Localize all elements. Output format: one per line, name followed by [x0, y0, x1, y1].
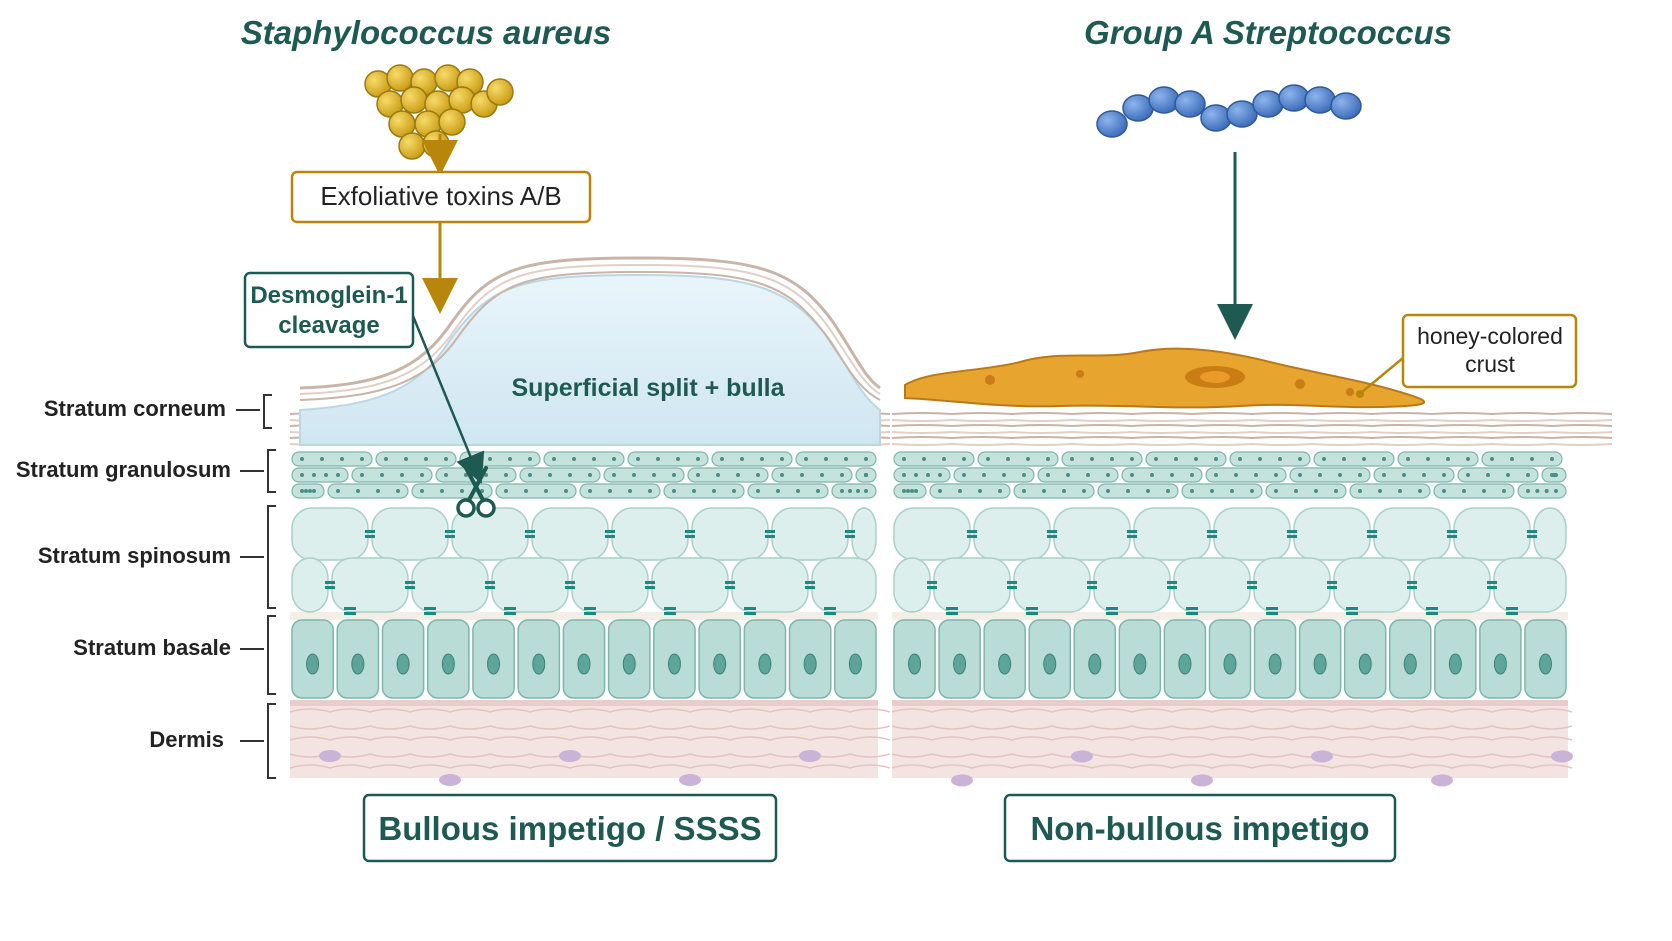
crust-callout-line2: crust	[1465, 351, 1515, 377]
desmoglein-callout-box	[243, 271, 415, 349]
scissors-icon	[456, 466, 496, 518]
layer-label-granulosum: Stratum granulosum	[16, 457, 231, 482]
desmoglein-callout-line1: Desmoglein-1	[250, 282, 407, 309]
epidermis-cross-section	[289, 412, 1613, 787]
crust-pointer-dot	[1356, 390, 1364, 398]
right-organism-title: Group A Streptococcus	[1084, 14, 1452, 51]
left-condition-box	[362, 793, 778, 863]
left-organism-title: Staphylococcus aureus	[241, 14, 611, 51]
staph-cocci-cluster-icon	[364, 64, 514, 160]
callout-pointer-line	[411, 315, 485, 484]
bulla	[299, 256, 881, 446]
crust-callout-line1: honey-colored	[1417, 323, 1563, 349]
desmoglein-callout-line2: cleavage	[278, 312, 379, 339]
layer-label-basale: Stratum basale	[73, 635, 231, 660]
bulla-label: Superficial split + bulla	[512, 374, 786, 402]
strep-cocci-chain-icon	[1096, 84, 1362, 138]
layer-label-corneum: Stratum corneum	[44, 396, 226, 421]
honey-crust	[904, 347, 1425, 409]
layer-label-dermis: Dermis	[149, 727, 224, 752]
left-condition-label: Bullous impetigo / SSSS	[378, 810, 761, 847]
left-skin-panel	[289, 412, 891, 786]
right-condition-box	[1003, 793, 1397, 863]
layer-brackets	[236, 394, 276, 779]
layer-labels: Stratum corneum Stratum granulosum Strat…	[16, 396, 231, 752]
crust-pointer-line	[1361, 357, 1404, 393]
right-condition-label: Non-bullous impetigo	[1030, 810, 1369, 847]
crust-callout-box	[1401, 313, 1578, 389]
layer-label-spinosum: Stratum spinosum	[38, 543, 231, 568]
toxin-box-label: Exfoliative toxins A/B	[320, 181, 561, 211]
right-skin-panel	[891, 412, 1613, 787]
